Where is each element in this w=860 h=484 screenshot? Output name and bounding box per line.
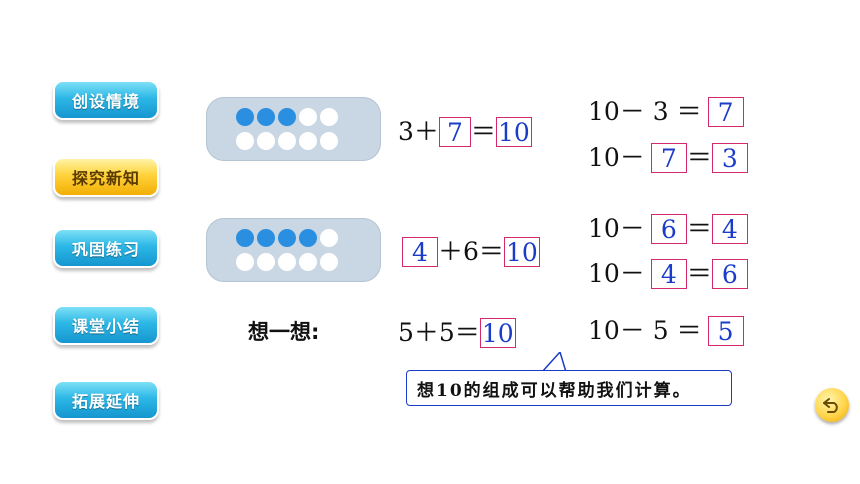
filled-dot [257, 229, 275, 247]
empty-dot [278, 253, 296, 271]
empty-dot [236, 253, 254, 271]
answer-box: 5 [707, 316, 744, 346]
filled-dot [236, 108, 254, 126]
filled-dot [299, 229, 317, 247]
empty-dot [320, 253, 338, 271]
answer-box: 7 [650, 143, 687, 173]
answer-box: 10 [503, 237, 540, 267]
answer-box: 4 [402, 237, 438, 267]
nav-button-extension[interactable]: 拓展延伸 [53, 380, 159, 420]
back-arrow-icon [823, 398, 838, 413]
answer-box: 6 [650, 214, 687, 244]
hint-speech-bubble: 想10的组成可以帮助我们计算。 [406, 370, 732, 406]
nav-button-explore-new[interactable]: 探究新知 [53, 157, 159, 197]
equation-add-1: 3＋ 7 ＝ 10 [398, 115, 532, 149]
equation-sub-4: 10－ 4 ＝ 6 [588, 257, 748, 291]
answer-box: 7 [707, 97, 744, 127]
equation-sub-5: 10－ 5 ＝ 5 [588, 314, 744, 348]
ten-frame-2 [206, 218, 381, 282]
nav-button-summary[interactable]: 课堂小结 [53, 305, 159, 345]
empty-dot [320, 229, 338, 247]
equation-add-2: 4 ＋6＝ 10 [402, 235, 540, 269]
equation-text: ＝ [686, 259, 712, 288]
think-label: 想一想: [248, 320, 320, 344]
empty-dot [257, 253, 275, 271]
ten-frame-dots [236, 229, 338, 271]
equation-sub-3: 10－ 6 ＝ 4 [588, 212, 748, 246]
equation-text: ＝ [686, 143, 712, 172]
answer-box: 7 [438, 117, 471, 147]
equation-text: ＋6＝ [438, 237, 504, 266]
equation-text: 10－ 3 ＝ [588, 97, 702, 126]
answer-box: 3 [711, 143, 748, 173]
nav-button-create-scenario[interactable]: 创设情境 [53, 80, 159, 120]
equation-text: 10－ [588, 214, 645, 243]
empty-dot [257, 132, 275, 150]
answer-box: 10 [495, 117, 532, 147]
equation-text: 10－ 5 ＝ [588, 316, 702, 345]
equation-text: 3＋ [398, 117, 439, 146]
answer-box: 10 [479, 318, 516, 348]
equation-text: 5＋5＝ [398, 318, 480, 347]
answer-box: 4 [650, 259, 687, 289]
filled-dot [257, 108, 275, 126]
ten-frame-dots [236, 108, 338, 150]
empty-dot [299, 108, 317, 126]
empty-dot [320, 132, 338, 150]
filled-dot [236, 229, 254, 247]
filled-dot [278, 108, 296, 126]
filled-dot [278, 229, 296, 247]
back-button[interactable] [815, 388, 849, 422]
equation-sub-2: 10－ 7 ＝ 3 [588, 141, 748, 175]
answer-box: 6 [711, 259, 748, 289]
equation-text: ＝ [470, 117, 496, 146]
equation-text: ＝ [686, 214, 712, 243]
empty-dot [299, 253, 317, 271]
equation-add-3: 5＋5＝ 10 [398, 316, 516, 350]
equation-sub-1: 10－ 3 ＝ 7 [588, 95, 744, 129]
answer-box: 4 [711, 214, 748, 244]
hint-text: 想10的组成可以帮助我们计算。 [417, 380, 692, 401]
nav-button-practice[interactable]: 巩固练习 [53, 228, 159, 268]
empty-dot [320, 108, 338, 126]
empty-dot [236, 132, 254, 150]
empty-dot [299, 132, 317, 150]
empty-dot [278, 132, 296, 150]
equation-text: 10－ [588, 259, 645, 288]
ten-frame-1 [206, 97, 381, 161]
equation-text: 10－ [588, 143, 645, 172]
